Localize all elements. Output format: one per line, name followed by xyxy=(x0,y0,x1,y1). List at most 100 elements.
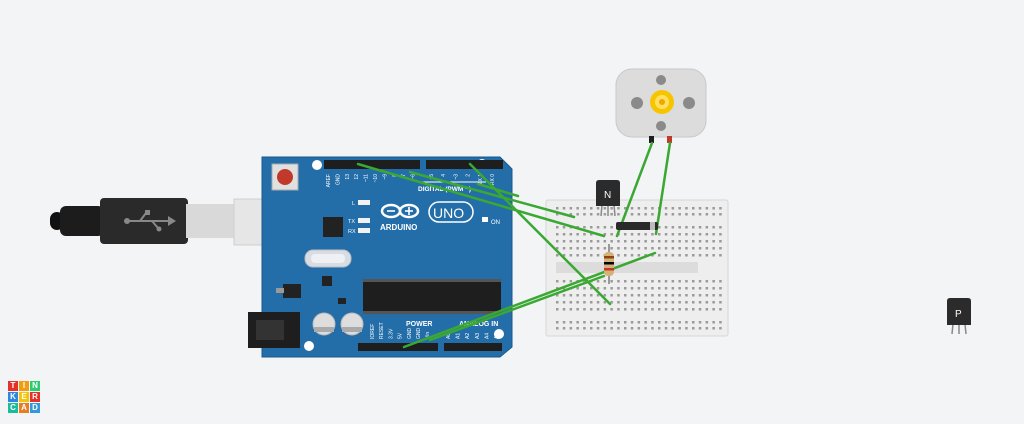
breadboard-hole[interactable] xyxy=(610,308,613,311)
breadboard-hole[interactable] xyxy=(624,280,627,283)
breadboard-hole[interactable] xyxy=(569,321,573,324)
breadboard-hole[interactable] xyxy=(624,287,627,290)
breadboard-hole[interactable] xyxy=(705,247,709,250)
breadboard-hole[interactable] xyxy=(576,213,579,216)
breadboard-hole[interactable] xyxy=(698,233,702,236)
breadboard-hole[interactable] xyxy=(590,308,593,311)
breadboard-hole[interactable] xyxy=(583,240,586,243)
breadboard-hole[interactable] xyxy=(590,287,593,290)
breadboard-hole[interactable] xyxy=(712,280,715,283)
breadboard-hole[interactable] xyxy=(576,294,579,297)
breadboard-hole[interactable] xyxy=(664,327,668,330)
breadboard-hole[interactable] xyxy=(719,294,722,297)
breadboard-hole[interactable] xyxy=(569,280,573,283)
breadboard-hole[interactable] xyxy=(624,233,627,236)
breadboard-hole[interactable] xyxy=(705,233,709,236)
breadboard-hole[interactable] xyxy=(644,301,647,304)
breadboard-hole[interactable] xyxy=(658,240,661,243)
breadboard-hole[interactable] xyxy=(698,207,702,210)
breadboard-hole[interactable] xyxy=(698,247,702,250)
breadboard-hole[interactable] xyxy=(617,247,620,250)
breadboard-hole[interactable] xyxy=(698,213,702,216)
breadboard-hole[interactable] xyxy=(692,327,695,330)
breadboard-hole[interactable] xyxy=(603,207,607,210)
breadboard-hole[interactable] xyxy=(583,226,586,229)
breadboard-hole[interactable] xyxy=(719,280,722,283)
breadboard-hole[interactable] xyxy=(569,301,573,304)
breadboard-hole[interactable] xyxy=(569,247,573,250)
breadboard-hole[interactable] xyxy=(671,233,675,236)
breadboard-hole[interactable] xyxy=(651,280,654,283)
breadboard-hole[interactable] xyxy=(596,213,600,216)
breadboard-hole[interactable] xyxy=(630,287,634,290)
breadboard-hole[interactable] xyxy=(664,321,668,324)
breadboard-hole[interactable] xyxy=(698,287,702,290)
breadboard-hole[interactable] xyxy=(590,213,593,216)
breadboard-hole[interactable] xyxy=(685,207,688,210)
breadboard-hole[interactable] xyxy=(556,321,559,324)
breadboard-hole[interactable] xyxy=(719,254,722,257)
breadboard-hole[interactable] xyxy=(583,301,586,304)
breadboard-hole[interactable] xyxy=(576,240,579,243)
breadboard-hole[interactable] xyxy=(596,240,600,243)
breadboard-hole[interactable] xyxy=(678,287,681,290)
breadboard-hole[interactable] xyxy=(644,280,647,283)
resistor[interactable] xyxy=(604,244,614,284)
breadboard-hole[interactable] xyxy=(692,226,695,229)
breadboard-hole[interactable] xyxy=(596,247,600,250)
breadboard-hole[interactable] xyxy=(637,294,641,297)
breadboard-hole[interactable] xyxy=(678,294,681,297)
breadboard-hole[interactable] xyxy=(596,287,600,290)
breadboard-hole[interactable] xyxy=(583,294,586,297)
breadboard-hole[interactable] xyxy=(678,321,681,324)
breadboard-hole[interactable] xyxy=(651,308,654,311)
breadboard-hole[interactable] xyxy=(556,308,559,311)
breadboard-hole[interactable] xyxy=(651,213,654,216)
breadboard-hole[interactable] xyxy=(692,308,695,311)
diode[interactable] xyxy=(616,222,658,230)
breadboard-hole[interactable] xyxy=(678,207,681,210)
breadboard-hole[interactable] xyxy=(719,213,722,216)
breadboard-hole[interactable] xyxy=(603,301,607,304)
breadboard-hole[interactable] xyxy=(651,233,654,236)
breadboard-hole[interactable] xyxy=(562,280,566,283)
breadboard-hole[interactable] xyxy=(678,254,681,257)
breadboard-hole[interactable] xyxy=(596,254,600,257)
breadboard-hole[interactable] xyxy=(692,240,695,243)
breadboard-hole[interactable] xyxy=(705,207,709,210)
dc-motor[interactable] xyxy=(615,68,707,143)
breadboard-hole[interactable] xyxy=(671,280,675,283)
breadboard-hole[interactable] xyxy=(610,321,613,324)
breadboard-hole[interactable] xyxy=(671,287,675,290)
breadboard-hole[interactable] xyxy=(562,226,566,229)
breadboard-hole[interactable] xyxy=(671,308,675,311)
breadboard-hole[interactable] xyxy=(719,233,722,236)
breadboard-hole[interactable] xyxy=(719,247,722,250)
breadboard-hole[interactable] xyxy=(562,254,566,257)
breadboard-hole[interactable] xyxy=(644,308,647,311)
breadboard-hole[interactable] xyxy=(705,254,709,257)
breadboard-hole[interactable] xyxy=(603,240,607,243)
breadboard-hole[interactable] xyxy=(610,247,613,250)
breadboard-hole[interactable] xyxy=(603,287,607,290)
breadboard-hole[interactable] xyxy=(617,294,620,297)
breadboard-hole[interactable] xyxy=(678,213,681,216)
breadboard-hole[interactable] xyxy=(658,247,661,250)
breadboard-hole[interactable] xyxy=(705,226,709,229)
breadboard-hole[interactable] xyxy=(624,308,627,311)
transistor-npn[interactable]: N xyxy=(596,180,620,217)
breadboard-hole[interactable] xyxy=(698,254,702,257)
breadboard-hole[interactable] xyxy=(590,294,593,297)
breadboard-hole[interactable] xyxy=(630,301,634,304)
breadboard-hole[interactable] xyxy=(658,254,661,257)
breadboard-hole[interactable] xyxy=(596,301,600,304)
breadboard-hole[interactable] xyxy=(617,327,620,330)
breadboard-hole[interactable] xyxy=(596,294,600,297)
breadboard-hole[interactable] xyxy=(685,308,688,311)
breadboard-hole[interactable] xyxy=(698,301,702,304)
breadboard-hole[interactable] xyxy=(617,240,620,243)
breadboard-hole[interactable] xyxy=(658,301,661,304)
breadboard-hole[interactable] xyxy=(719,327,722,330)
wires[interactable] xyxy=(356,141,672,349)
breadboard-hole[interactable] xyxy=(664,280,668,283)
